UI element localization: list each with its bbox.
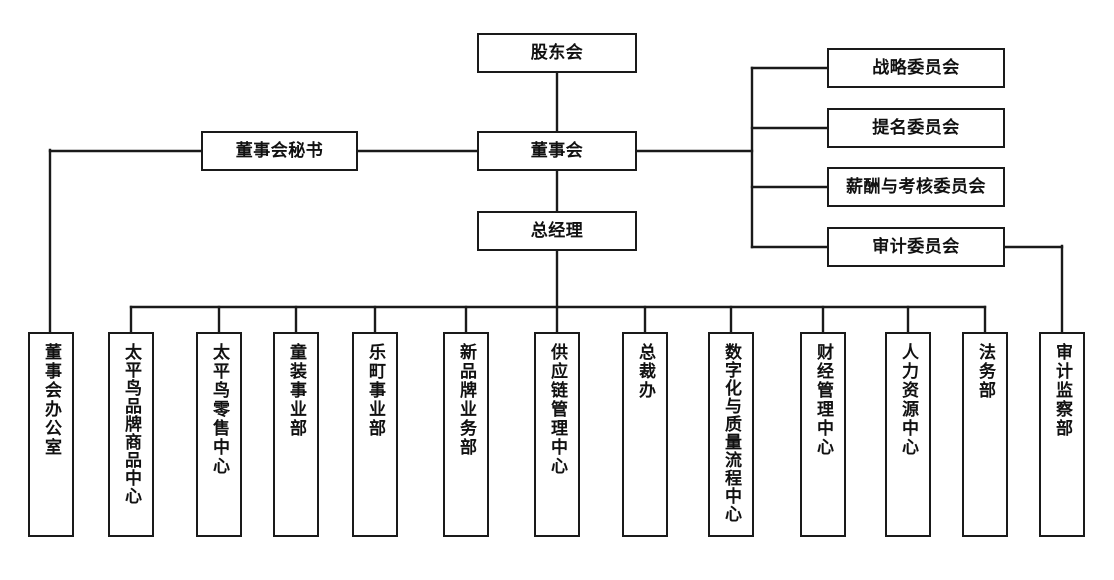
- node-digitalization-quality-process-center[interactable]: 数字化与质量流程中心: [708, 332, 754, 537]
- node-label: 童装事业部: [287, 343, 307, 438]
- node-label: 股东会: [530, 42, 584, 62]
- node-board-of-directors[interactable]: 董事会: [477, 131, 637, 171]
- node-label: 供应链管理中心: [548, 343, 568, 476]
- node-label: 战略委员会: [872, 57, 960, 77]
- node-label: 新品牌业务部: [457, 343, 477, 457]
- node-supply-chain-management-center[interactable]: 供应链管理中心: [534, 332, 580, 537]
- node-label: 审计监察部: [1053, 343, 1073, 438]
- node-peacebird-retail-center[interactable]: 太平鸟零售中心: [196, 332, 242, 537]
- node-ledin-division[interactable]: 乐町事业部: [352, 332, 398, 537]
- node-label: 总经理: [530, 220, 584, 240]
- node-human-resources-center[interactable]: 人力资源中心: [885, 332, 931, 537]
- node-label: 数字化与质量流程中心: [722, 343, 742, 523]
- node-general-manager[interactable]: 总经理: [477, 211, 637, 251]
- node-legal-department[interactable]: 法务部: [962, 332, 1008, 537]
- node-shareholders-meeting[interactable]: 股东会: [477, 33, 637, 73]
- node-label: 董事会办公室: [42, 343, 62, 457]
- node-label: 董事会: [530, 140, 584, 160]
- node-peacebird-brand-merchandise-center[interactable]: 太平鸟品牌商品中心: [108, 332, 154, 537]
- node-presidents-office[interactable]: 总裁办: [622, 332, 668, 537]
- node-board-secretary[interactable]: 董事会秘书: [201, 131, 358, 171]
- node-audit-supervision-department[interactable]: 审计监察部: [1039, 332, 1085, 537]
- node-finance-management-center[interactable]: 财经管理中心: [800, 332, 846, 537]
- node-label: 总裁办: [636, 343, 656, 400]
- node-label: 乐町事业部: [366, 343, 386, 438]
- node-label: 太平鸟零售中心: [210, 343, 230, 476]
- node-label: 太平鸟品牌商品中心: [122, 343, 142, 505]
- node-strategy-committee[interactable]: 战略委员会: [827, 48, 1005, 88]
- node-label: 提名委员会: [872, 117, 960, 137]
- node-label: 财经管理中心: [814, 343, 834, 457]
- node-label: 人力资源中心: [899, 343, 919, 457]
- node-nomination-committee[interactable]: 提名委员会: [827, 108, 1005, 148]
- node-board-office[interactable]: 董事会办公室: [28, 332, 74, 537]
- node-remuneration-appraisal-committee[interactable]: 薪酬与考核委员会: [827, 167, 1005, 207]
- node-label: 董事会秘书: [235, 140, 324, 160]
- node-label: 薪酬与考核委员会: [846, 176, 986, 196]
- node-audit-committee[interactable]: 审计委员会: [827, 227, 1005, 267]
- node-label: 审计委员会: [872, 236, 960, 256]
- node-new-brand-business-department[interactable]: 新品牌业务部: [443, 332, 489, 537]
- node-label: 法务部: [976, 343, 996, 400]
- node-childrenswear-division[interactable]: 童装事业部: [273, 332, 319, 537]
